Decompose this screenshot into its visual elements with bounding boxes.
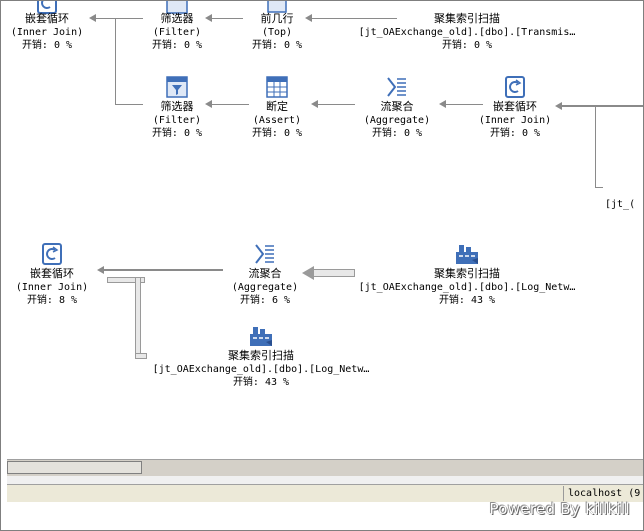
node-name: 前几行: [260, 12, 294, 25]
connector-line-heavy: [135, 353, 147, 359]
plan-node-top[interactable]: 前几行 (Top) 开销: 0 %: [237, 1, 317, 51]
node-name: 聚集索引扫描: [228, 349, 294, 362]
connector-line: [559, 105, 643, 107]
node-name: 嵌套循环: [493, 100, 537, 113]
node-cost: 开销: 0 %: [151, 128, 203, 139]
node-name: 筛选器: [160, 12, 194, 25]
node-subtitle: (Inner Join): [15, 282, 89, 293]
node-subtitle: (Aggregate): [363, 115, 431, 126]
plan-node-nested-loops[interactable]: 嵌套循环 (Inner Join) 开销: 8 %: [7, 242, 97, 306]
status-server: localhost (9: [563, 486, 643, 501]
connector-line: [315, 104, 355, 105]
node-name: 嵌套循环: [25, 12, 69, 25]
node-name: 聚集索引扫描: [434, 267, 500, 280]
clustered-index-scan-icon: [456, 245, 478, 264]
node-cost: 开销: 8 %: [26, 295, 78, 306]
node-name: 筛选器: [160, 100, 194, 113]
assert-icon: [266, 76, 288, 98]
connector-arrow-heavy: [302, 266, 314, 280]
connector-arrow: [89, 14, 96, 22]
node-subtitle: [jt_OAExchange_old].[dbo].[Log_Netw…: [358, 282, 576, 293]
scrollbar-thumb[interactable]: [7, 461, 142, 474]
connector-line: [103, 269, 223, 271]
node-name: 流聚合: [380, 100, 414, 113]
clustered-index-scan-icon: [250, 327, 272, 346]
connector-arrow: [439, 100, 446, 108]
node-name: 流聚合: [248, 267, 282, 280]
node-subtitle: (Top): [261, 27, 293, 38]
plan-node-clustered-index-scan[interactable]: 聚集索引扫描 [jt_OAExchange_old].[dbo].[Log_Ne…: [151, 324, 371, 388]
stream-aggregate-icon: [387, 77, 406, 97]
node-name: 聚集索引扫描: [434, 12, 500, 25]
node-subtitle: (Aggregate): [231, 282, 299, 293]
nested-loops-icon: [37, 1, 57, 14]
plan-node-clustered-index-scan[interactable]: 聚集索引扫描 [jt_OAExchange_old].[dbo].[Log_Ne…: [357, 242, 577, 306]
plan-node-filter[interactable]: 筛选器 (Filter) 开销: 0 %: [137, 75, 217, 139]
node-subtitle: [jt_OAExchange_old].[dbo].[Log_Netw…: [152, 364, 370, 375]
node-subtitle: (Filter): [152, 27, 202, 38]
plan-node-nested-loops[interactable]: 嵌套循环 (Inner Join) 开销: 0 %: [7, 1, 87, 51]
connector-line: [595, 107, 596, 187]
node-cost: 开销: 0 %: [251, 128, 303, 139]
node-subtitle: (Assert): [252, 115, 302, 126]
connector-line-heavy: [135, 277, 141, 359]
connector-arrow: [205, 100, 212, 108]
node-cost: 开销: 0 %: [151, 40, 203, 51]
plan-node-assert[interactable]: 断定 (Assert) 开销: 0 %: [237, 75, 317, 139]
nested-loops-icon: [42, 243, 62, 265]
panel-gap: [7, 476, 643, 484]
node-subtitle: (Inner Join): [478, 115, 552, 126]
watermark: Powered By killkill: [489, 500, 630, 518]
stream-aggregate-icon: [255, 244, 274, 264]
horizontal-scrollbar[interactable]: [7, 459, 643, 476]
node-cost: 开销: 0 %: [251, 40, 303, 51]
connector-line-heavy: [107, 277, 145, 283]
nested-loops-icon: [505, 76, 525, 98]
plan-node-nested-loops[interactable]: 嵌套循环 (Inner Join) 开销: 0 %: [475, 75, 555, 139]
top-icon: [267, 1, 287, 13]
connector-arrow: [97, 266, 104, 274]
node-cost: 开销: 0 %: [371, 128, 423, 139]
connector-line: [115, 104, 143, 105]
execution-plan-canvas: 嵌套循环 (Inner Join) 开销: 0 % 筛选器 (Filter) 开…: [7, 1, 643, 457]
node-cost: 开销: 0 %: [489, 128, 541, 139]
connector-line: [309, 18, 397, 19]
node-subtitle: (Inner Join): [10, 27, 84, 38]
connector-line: [443, 104, 483, 105]
connector-arrow: [311, 100, 318, 108]
connector-line: [595, 187, 603, 188]
connector-arrow: [305, 14, 312, 22]
node-cost: 开销: 0 %: [441, 40, 493, 51]
node-subtitle: [jt_OAExchange_old].[dbo].[Transmis…: [358, 27, 576, 38]
node-name: 断定: [266, 100, 288, 113]
connector-line: [93, 18, 143, 19]
node-cost: 开销: 43 %: [232, 377, 290, 388]
plan-node-stream-aggregate[interactable]: 流聚合 (Aggregate) 开销: 0 %: [357, 75, 437, 139]
connector-line: [115, 18, 116, 104]
node-cost: 开销: 0 %: [21, 40, 73, 51]
filter-icon: [166, 1, 188, 14]
connector-arrow: [555, 102, 562, 110]
node-cost: 开销: 43 %: [438, 295, 496, 306]
plan-node-clipped[interactable]: [jt_(: [605, 198, 643, 212]
connector-arrow: [205, 14, 212, 22]
plan-node-filter[interactable]: 筛选器 (Filter) 开销: 0 %: [137, 1, 217, 51]
connector-line: [209, 18, 243, 19]
node-subtitle: (Filter): [152, 115, 202, 126]
plan-node-clustered-index-scan[interactable]: 聚集索引扫描 [jt_OAExchange_old].[dbo].[Transm…: [347, 1, 587, 51]
connector-line-heavy: [313, 269, 355, 277]
filter-icon: [166, 76, 188, 98]
node-subtitle: [jt_(: [605, 199, 636, 210]
connector-line: [209, 104, 249, 105]
plan-node-stream-aggregate[interactable]: 流聚合 (Aggregate) 开销: 6 %: [225, 242, 305, 306]
node-cost: 开销: 6 %: [239, 295, 291, 306]
status-bar: localhost (9: [7, 484, 643, 502]
node-name: 嵌套循环: [30, 267, 74, 280]
